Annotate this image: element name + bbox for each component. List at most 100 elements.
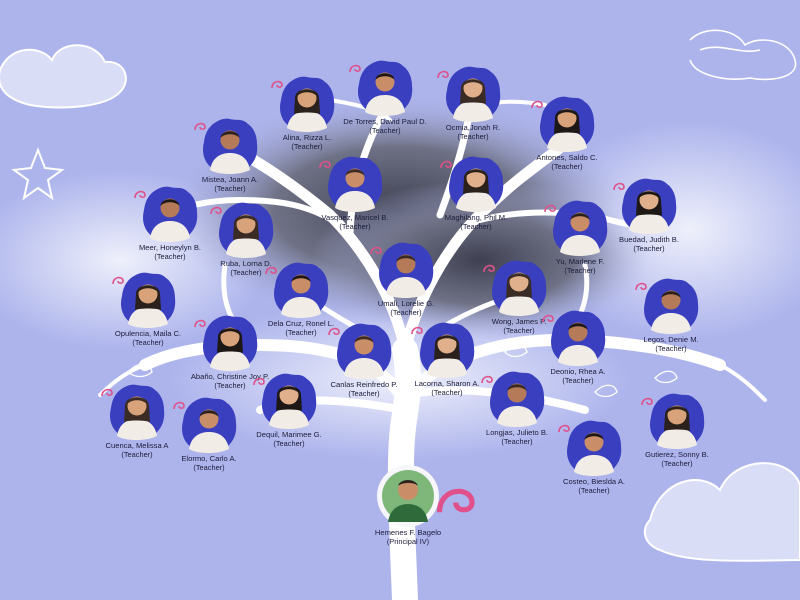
principal-role: (Principal IV)	[386, 537, 430, 546]
person-photo-icon	[446, 66, 501, 122]
teacher-node: Dela Cruz, Ronel L.(Teacher)	[245, 262, 357, 337]
teacher-node: Vasquez, Maricel B.(Teacher)	[299, 156, 411, 231]
teacher-photo	[558, 420, 622, 476]
teacher-photo	[265, 262, 329, 318]
teacher-name: Alina, Rizza L.	[282, 133, 332, 142]
person-photo-icon	[280, 76, 335, 132]
teacher-role: (Teacher)	[633, 244, 665, 253]
teacher-role: (Teacher)	[501, 437, 533, 446]
pink-swirl-icon	[544, 204, 556, 213]
teacher-name: Costeo, Bieslda A.	[562, 477, 626, 486]
teacher-name: Ruba, Lorna D.	[220, 259, 272, 268]
teacher-photo	[411, 322, 475, 378]
person-photo-icon	[492, 260, 547, 316]
teacher-node: Abaño, Christine Joy P.(Teacher)	[174, 315, 286, 390]
pink-swirl-icon	[641, 397, 653, 406]
principal-name: Hemenes F. Bagelo	[374, 528, 442, 537]
teacher-role: (Teacher)	[661, 459, 693, 468]
person-photo-icon	[420, 322, 475, 378]
pink-swirl-icon	[558, 424, 570, 433]
teacher-photo	[112, 272, 176, 328]
person-photo-icon	[540, 96, 595, 152]
principal-photo	[377, 465, 475, 527]
person-photo-icon	[274, 262, 329, 318]
pink-swirl-icon	[112, 276, 124, 285]
pink-swirl-icon	[265, 266, 277, 275]
pink-swirl-icon	[370, 246, 382, 255]
teacher-role: (Teacher)	[578, 486, 610, 495]
teacher-photo	[173, 397, 237, 453]
person-photo-icon	[553, 200, 608, 256]
person-photo-icon	[490, 371, 545, 427]
person-photo-icon	[328, 156, 383, 212]
teacher-node: Ruba, Lorna D.(Teacher)	[190, 202, 302, 277]
teacher-node: Umali, Lorelie G.(Teacher)	[350, 242, 462, 317]
person-photo-icon	[622, 178, 677, 234]
teacher-role: (Teacher)	[460, 222, 492, 231]
teacher-name: Longjas, Julieto B.	[485, 428, 549, 437]
teacher-node: Elormo, Carlo A.(Teacher)	[153, 397, 265, 472]
teacher-name: De Torres, David Paul D.	[343, 117, 427, 126]
teacher-name: Abaño, Christine Joy P.	[190, 372, 270, 381]
teacher-role: (Teacher)	[339, 222, 371, 231]
teacher-photo	[134, 186, 198, 242]
teacher-role: (Teacher)	[457, 132, 489, 141]
teacher-node: Alina, Rizza L.(Teacher)	[251, 76, 363, 151]
person-photo-icon	[379, 242, 434, 298]
teacher-photo	[641, 393, 705, 449]
pink-swirl-icon	[542, 314, 554, 323]
teacher-photo	[483, 260, 547, 316]
teacher-role: (Teacher)	[132, 338, 164, 347]
person-photo-icon	[567, 420, 622, 476]
teacher-name: Mistea, Joann A.	[201, 175, 259, 184]
teacher-role: (Teacher)	[390, 308, 422, 317]
teacher-node: Mistea, Joann A.(Teacher)	[174, 118, 286, 193]
teacher-photo	[635, 278, 699, 334]
teacher-name: Vasquez, Maricel B.	[321, 213, 389, 222]
person-photo-icon	[337, 323, 392, 379]
teacher-node: Maghilang, Phil M.(Teacher)	[420, 156, 532, 231]
teacher-node: Legos, Denie M.(Teacher)	[615, 278, 727, 353]
pink-swirl-icon	[437, 70, 449, 79]
teacher-role: (Teacher)	[291, 142, 323, 151]
person-photo-icon	[449, 156, 504, 212]
pink-swirl-icon	[328, 327, 340, 336]
teacher-node: De Torres, David Paul D.(Teacher)	[329, 60, 441, 135]
teacher-node: Ocmia,Jonah R.(Teacher)	[417, 66, 529, 141]
teacher-photo	[370, 242, 434, 298]
person-photo-icon	[644, 278, 699, 334]
teacher-photo	[437, 66, 501, 122]
pink-swirl-icon	[483, 264, 495, 273]
teacher-photo	[531, 96, 595, 152]
teacher-role: (Teacher)	[285, 328, 317, 337]
teacher-name: Umali, Lorelie G.	[377, 299, 435, 308]
pink-swirl-icon	[101, 388, 113, 397]
teacher-photo	[319, 156, 383, 212]
pink-swirl-icon	[319, 160, 331, 169]
teacher-node: Meer, Honeylyn B.(Teacher)	[114, 186, 226, 261]
person-photo-icon	[121, 272, 176, 328]
teacher-role: (Teacher)	[562, 376, 594, 385]
teacher-role: (Teacher)	[431, 388, 463, 397]
teacher-node: Gutierez, Sonny B.(Teacher)	[621, 393, 733, 468]
teacher-role: (Teacher)	[348, 389, 380, 398]
person-photo-icon	[262, 373, 317, 429]
teacher-photo	[613, 178, 677, 234]
person-photo-icon	[382, 470, 434, 522]
teacher-name: Maghilang, Phil M.	[444, 213, 508, 222]
teacher-name: Elormo, Carlo A.	[181, 454, 237, 463]
teacher-node: Antones, Saldo C.(Teacher)	[511, 96, 623, 171]
teacher-role: (Teacher)	[230, 268, 262, 277]
doodle-cloud-topleft	[0, 44, 127, 109]
person-photo-icon	[551, 310, 606, 366]
teacher-node: Lacorna, Sharon A.(Teacher)	[391, 322, 503, 397]
teacher-name: Opulencia, Maila C.	[114, 329, 182, 338]
teacher-name: Yu, Marlene F.	[555, 257, 605, 266]
teacher-name: Ocmia,Jonah R.	[445, 123, 501, 132]
teacher-photo	[194, 118, 258, 174]
pink-swirl-icon	[531, 100, 543, 109]
teacher-photo	[544, 200, 608, 256]
person-photo-icon	[203, 118, 258, 174]
teacher-name: Wong, James P.	[491, 317, 547, 326]
